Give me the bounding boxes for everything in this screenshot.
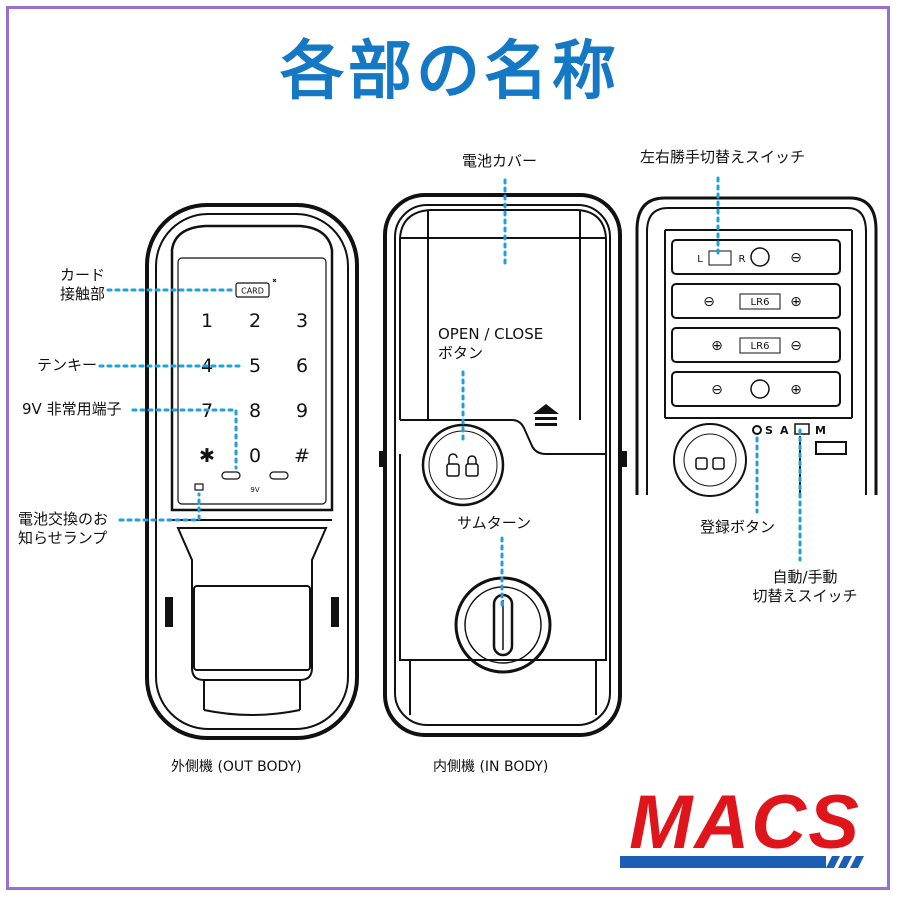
label-open-close: OPEN / CLOSE ボタン [438, 325, 543, 363]
in-body-device [379, 193, 627, 737]
svg-text:M: M [815, 424, 826, 437]
label-card-line2: 接触部 [60, 285, 106, 303]
label-auto-manual-line1: 自動/手動 [772, 568, 838, 586]
key-5[interactable]: 5 [249, 355, 261, 377]
label-lamp-line2: 知らせランプ [18, 529, 108, 547]
svg-text:⊕: ⊕ [790, 294, 802, 310]
key-star[interactable]: ✱ [199, 445, 215, 467]
svg-text:⊖: ⊖ [711, 382, 723, 398]
label-card-reader: カード 接触部 [60, 266, 105, 304]
logo-text: MACS [629, 782, 861, 865]
detail-open-close-button [673, 423, 747, 497]
terminal-slot-right [269, 471, 289, 480]
key-6[interactable]: 6 [296, 355, 308, 377]
label-auto-manual-switch: 自動/手動 切替えスイッチ [745, 568, 865, 606]
key-9[interactable]: 9 [296, 400, 308, 422]
keypad: 1 2 3 4 5 6 7 8 9 ✱ 0 # [199, 310, 310, 467]
label-card-line1: カード [60, 266, 106, 284]
register-button[interactable] [752, 425, 762, 435]
battery-lamp [194, 483, 204, 491]
battery-compartment [635, 196, 878, 495]
svg-text:⊕: ⊕ [711, 338, 723, 354]
svg-text:⊖: ⊖ [790, 250, 802, 266]
svg-text:⊖: ⊖ [790, 338, 802, 354]
label-register-button: 登録ボタン [700, 518, 776, 536]
card-reader-mark: CARD [235, 278, 277, 298]
battery-label-3: LR6 [751, 341, 770, 352]
label-auto-manual-line2: 切替えスイッチ [752, 587, 858, 605]
svg-text:A: A [780, 424, 789, 437]
label-lamp-line1: 電池交換のお [18, 510, 109, 528]
key-0[interactable]: 0 [249, 445, 261, 467]
key-2[interactable]: 2 [249, 310, 261, 332]
battery-label-2: LR6 [751, 297, 770, 308]
card-mark-text: CARD [241, 287, 264, 296]
label-thumb-turn: サムターン [457, 514, 531, 532]
svg-text:S: S [765, 424, 773, 437]
battery-labels: L R LR6 LR6 ⊖ ⊕ ⊕ ⊖ ⊖ ⊖ ⊕ [697, 247, 802, 399]
thumb-turn[interactable] [454, 576, 552, 674]
label-keypad: テンキー [37, 356, 98, 374]
macs-logo: MACS [620, 782, 864, 868]
mode-switch-labels: S A M [752, 423, 826, 437]
key-1[interactable]: 1 [201, 310, 213, 332]
nine-v-mark: 9V [250, 486, 259, 494]
auto-manual-switch[interactable] [794, 423, 810, 435]
label-battery-lamp: 電池交換のお 知らせランプ [18, 510, 108, 548]
label-open-close-line1: OPEN / CLOSE [438, 325, 544, 343]
svg-text:⊖: ⊖ [703, 294, 715, 310]
label-battery-cover: 電池カバー [462, 152, 538, 170]
leader-lines [98, 176, 802, 607]
switch-r-mark: R [739, 254, 746, 265]
terminal-slot-left [221, 471, 241, 480]
page-title: 各部の名称 [280, 35, 620, 109]
key-hash[interactable]: # [294, 445, 310, 467]
image-frame [6, 6, 890, 890]
label-9v-terminal: 9V 非常用端子 [22, 400, 122, 418]
key-3[interactable]: 3 [296, 310, 308, 332]
svg-text:⊕: ⊕ [790, 382, 802, 398]
cover-arrow-icon [533, 404, 559, 426]
caption-in-body: 内側機 (IN BODY) [433, 759, 549, 775]
out-body-device [145, 203, 359, 740]
label-open-close-line2: ボタン [438, 344, 484, 362]
caption-out-body: 外側機 (OUT BODY) [171, 759, 302, 775]
key-8[interactable]: 8 [249, 400, 261, 422]
label-lr-switch: 左右勝手切替えスイッチ [640, 148, 806, 166]
switch-l-mark: L [697, 254, 703, 265]
